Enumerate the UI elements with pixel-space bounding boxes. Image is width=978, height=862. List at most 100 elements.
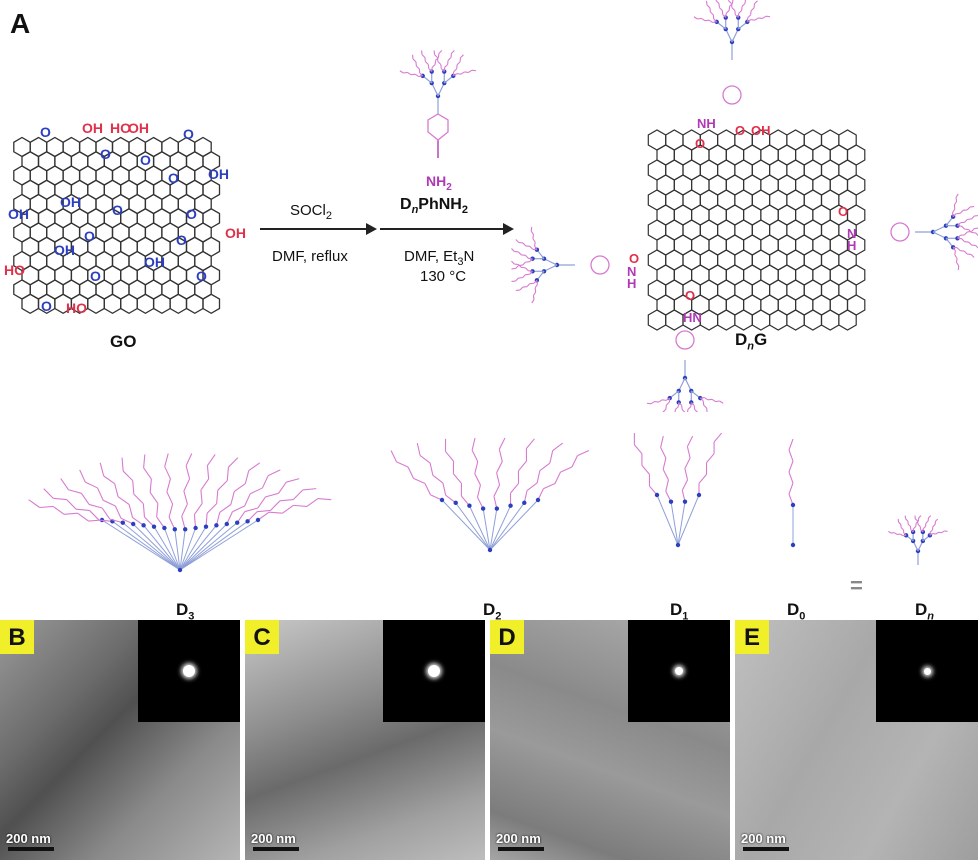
bond-line: [932, 524, 936, 528]
benzene-ring: [675, 330, 695, 350]
bond-line: [955, 258, 958, 263]
bond-line: [715, 400, 720, 403]
go-hydroxyl-label: OH: [144, 254, 165, 270]
branch-node: [494, 506, 500, 511]
go-ketone-label: O: [40, 124, 51, 140]
diffraction-inset: [628, 620, 730, 722]
bond-line: [498, 449, 503, 462]
bond-line: [543, 483, 556, 490]
branch-node: [522, 500, 527, 506]
branch-node: [480, 506, 486, 511]
bond-line: [697, 17, 702, 20]
hexagon-ring: [21, 293, 40, 315]
bond-line: [228, 457, 239, 468]
bond-line: [412, 58, 417, 63]
bond-line: [536, 470, 541, 484]
bond-line: [193, 503, 203, 515]
bond-line: [750, 19, 755, 21]
bond-line: [282, 504, 294, 514]
tem-panel-d: D 200 nm: [490, 620, 730, 860]
go-carboxyl-label: OH: [225, 225, 246, 241]
diffraction-spot: [675, 667, 683, 675]
bond-line: [713, 18, 718, 23]
bond-line: [174, 529, 181, 571]
bond-line: [143, 467, 152, 480]
panel-label-d: D: [490, 620, 524, 654]
bond-line: [968, 241, 972, 246]
bond-line: [704, 397, 709, 401]
branch-node: [535, 497, 541, 503]
bond-line: [684, 468, 689, 480]
bond-line: [421, 54, 426, 58]
bond-line: [913, 526, 917, 530]
bond-line: [460, 54, 464, 59]
branch-node: [172, 527, 177, 532]
bond-line: [522, 261, 526, 266]
bond-line: [964, 218, 968, 223]
diffraction-spot: [924, 668, 931, 675]
branch-node: [467, 503, 472, 508]
bond-line: [932, 231, 947, 239]
go-epoxide-label: O: [112, 202, 123, 218]
bond-line: [888, 530, 892, 534]
bond-line: [539, 462, 551, 472]
bond-line: [515, 239, 520, 243]
bond-line: [534, 284, 538, 289]
panel-label-c: C: [245, 620, 279, 654]
bond-line: [293, 489, 304, 500]
hexagon-ring: [820, 309, 840, 331]
bond-line: [468, 505, 491, 551]
bond-line: [216, 490, 219, 504]
go-carboxyl-label: HO: [110, 120, 131, 136]
bond-line: [88, 503, 103, 509]
bond-line: [244, 493, 251, 507]
bond-line: [471, 69, 477, 72]
bond-line: [464, 71, 469, 74]
bond-line: [306, 498, 319, 507]
branch-node: [235, 520, 240, 525]
bond-line: [656, 494, 679, 546]
bond-line: [183, 490, 188, 505]
bond-line: [518, 460, 527, 472]
dng-structure: NH O O OH O N H O N H O HN: [511, 0, 978, 412]
bond-line: [122, 522, 181, 571]
branch-node: [675, 542, 681, 548]
d0-label: D0: [787, 600, 806, 623]
bond-line: [117, 496, 130, 505]
bond-line: [961, 225, 965, 230]
bond-line: [28, 499, 40, 508]
bond-line: [935, 518, 939, 522]
bond-line: [120, 517, 134, 525]
bond-line: [952, 246, 956, 252]
branch-node: [668, 499, 674, 504]
go-epoxide-label: O: [90, 268, 101, 284]
bond-line: [713, 432, 723, 443]
amide-o-label: O: [685, 288, 695, 303]
bond-line: [694, 409, 699, 412]
bond-line: [471, 437, 476, 451]
bond-line: [662, 408, 667, 412]
bond-line: [719, 400, 724, 404]
bond-line: [956, 247, 961, 252]
bond-line: [431, 64, 436, 68]
bond-line: [415, 65, 420, 70]
scale-label: 200 nm: [496, 831, 541, 846]
hexagon-ring: [120, 293, 138, 315]
bond-line: [414, 73, 419, 77]
bond-line: [728, 0, 732, 4]
bond-line: [955, 197, 958, 202]
branch-node: [790, 502, 796, 508]
bond-line: [261, 475, 269, 489]
bond-line: [149, 492, 159, 504]
bond-line: [684, 457, 691, 469]
bond-line: [193, 514, 197, 529]
branch-node: [682, 499, 688, 504]
bond-line: [248, 462, 261, 472]
reaction-arrow-2: [380, 223, 514, 235]
panel-label-e: E: [735, 620, 769, 654]
bond-line: [52, 505, 65, 515]
bond-line: [952, 213, 957, 218]
bond-line: [493, 484, 501, 497]
bond-line: [957, 265, 960, 271]
bond-line: [711, 398, 716, 403]
